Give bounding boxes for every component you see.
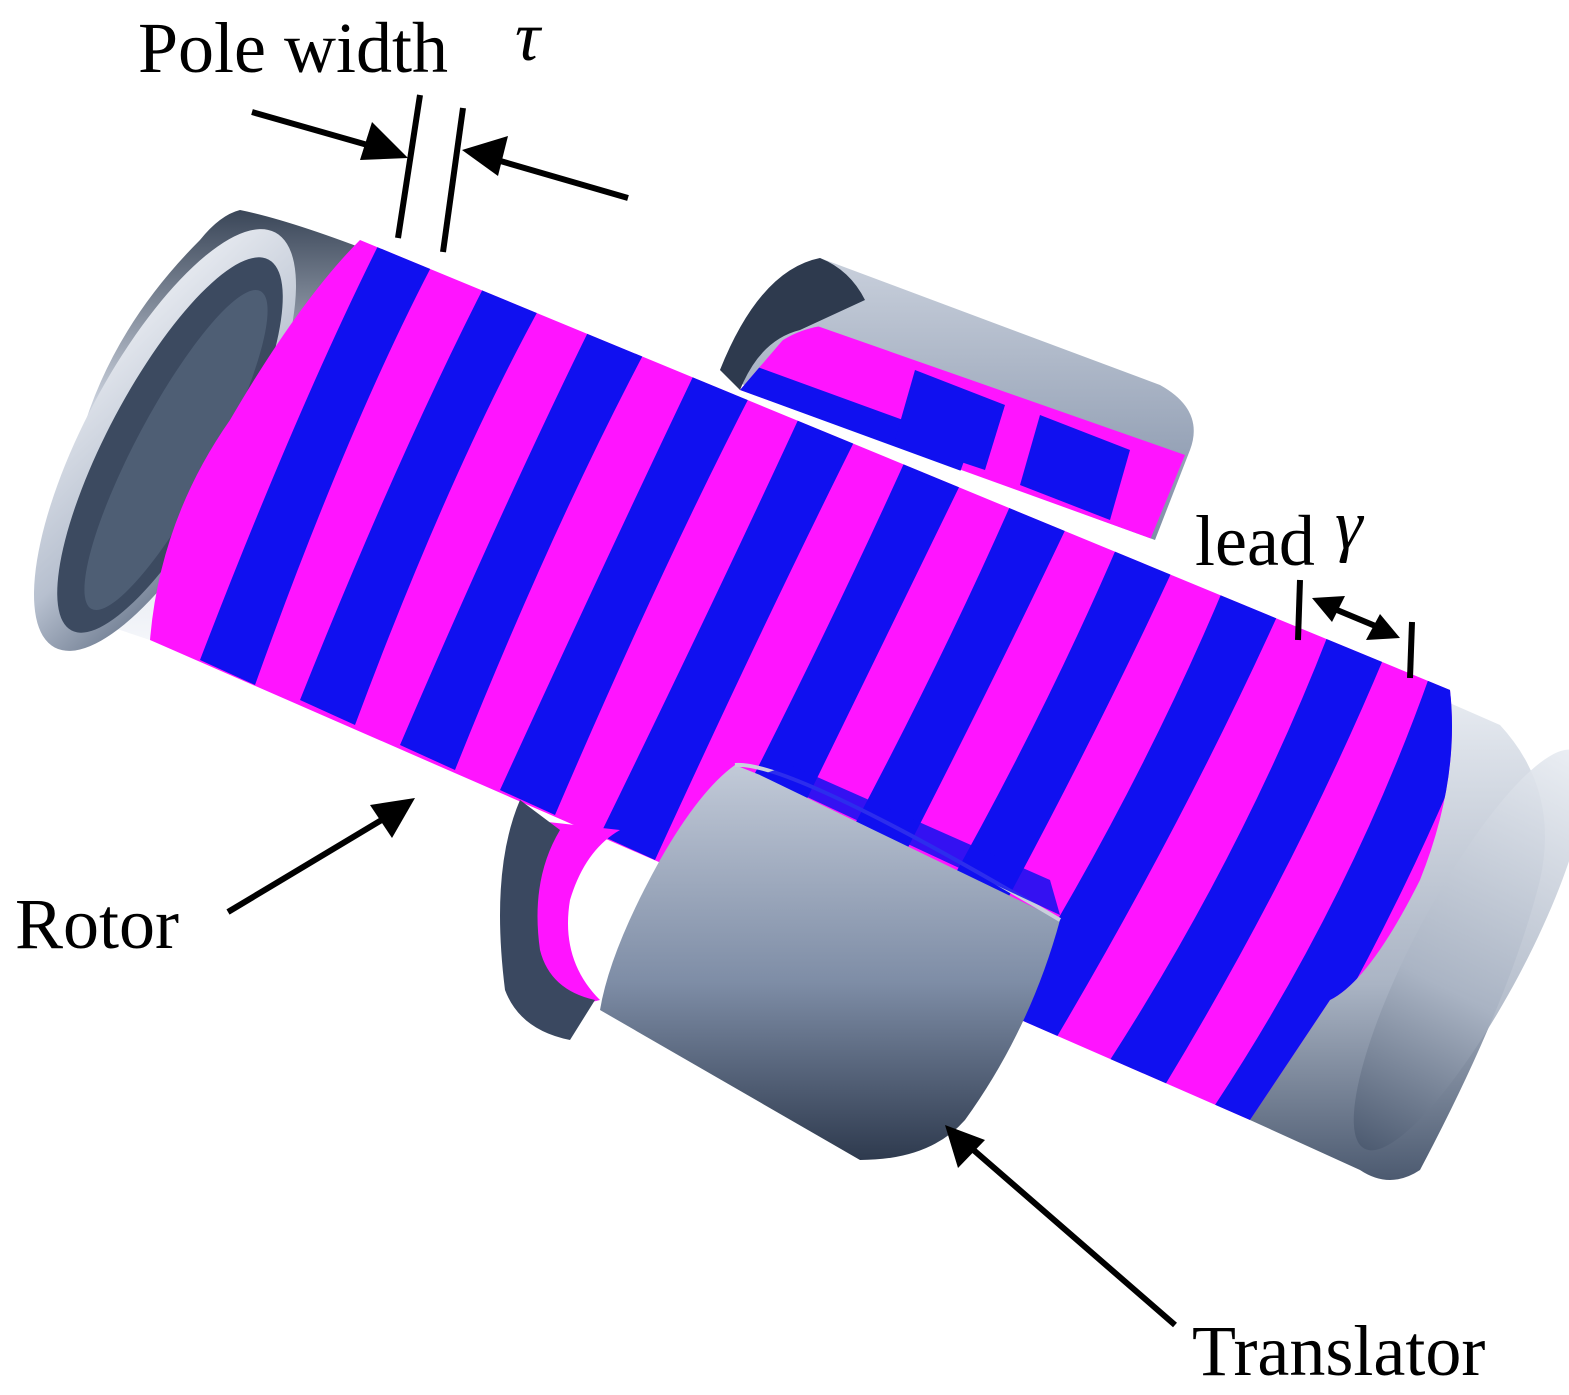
pole-width-symbol: τ	[515, 0, 543, 76]
rotor-label: Rotor	[15, 884, 179, 964]
translator-label: Translator	[1192, 1311, 1485, 1391]
lead-symbol: γ	[1335, 487, 1365, 564]
rotor-leader-arrow	[226, 798, 415, 915]
translator-leader-arrow	[945, 1125, 1177, 1328]
pole-width-label: Pole width	[138, 8, 448, 88]
lead-label: lead	[1195, 501, 1315, 581]
lead-dimension	[1295, 579, 1415, 679]
translator-front-half	[500, 762, 1062, 1160]
pole-width-dimension	[251, 94, 629, 253]
rotor-right-end	[1250, 690, 1569, 1180]
